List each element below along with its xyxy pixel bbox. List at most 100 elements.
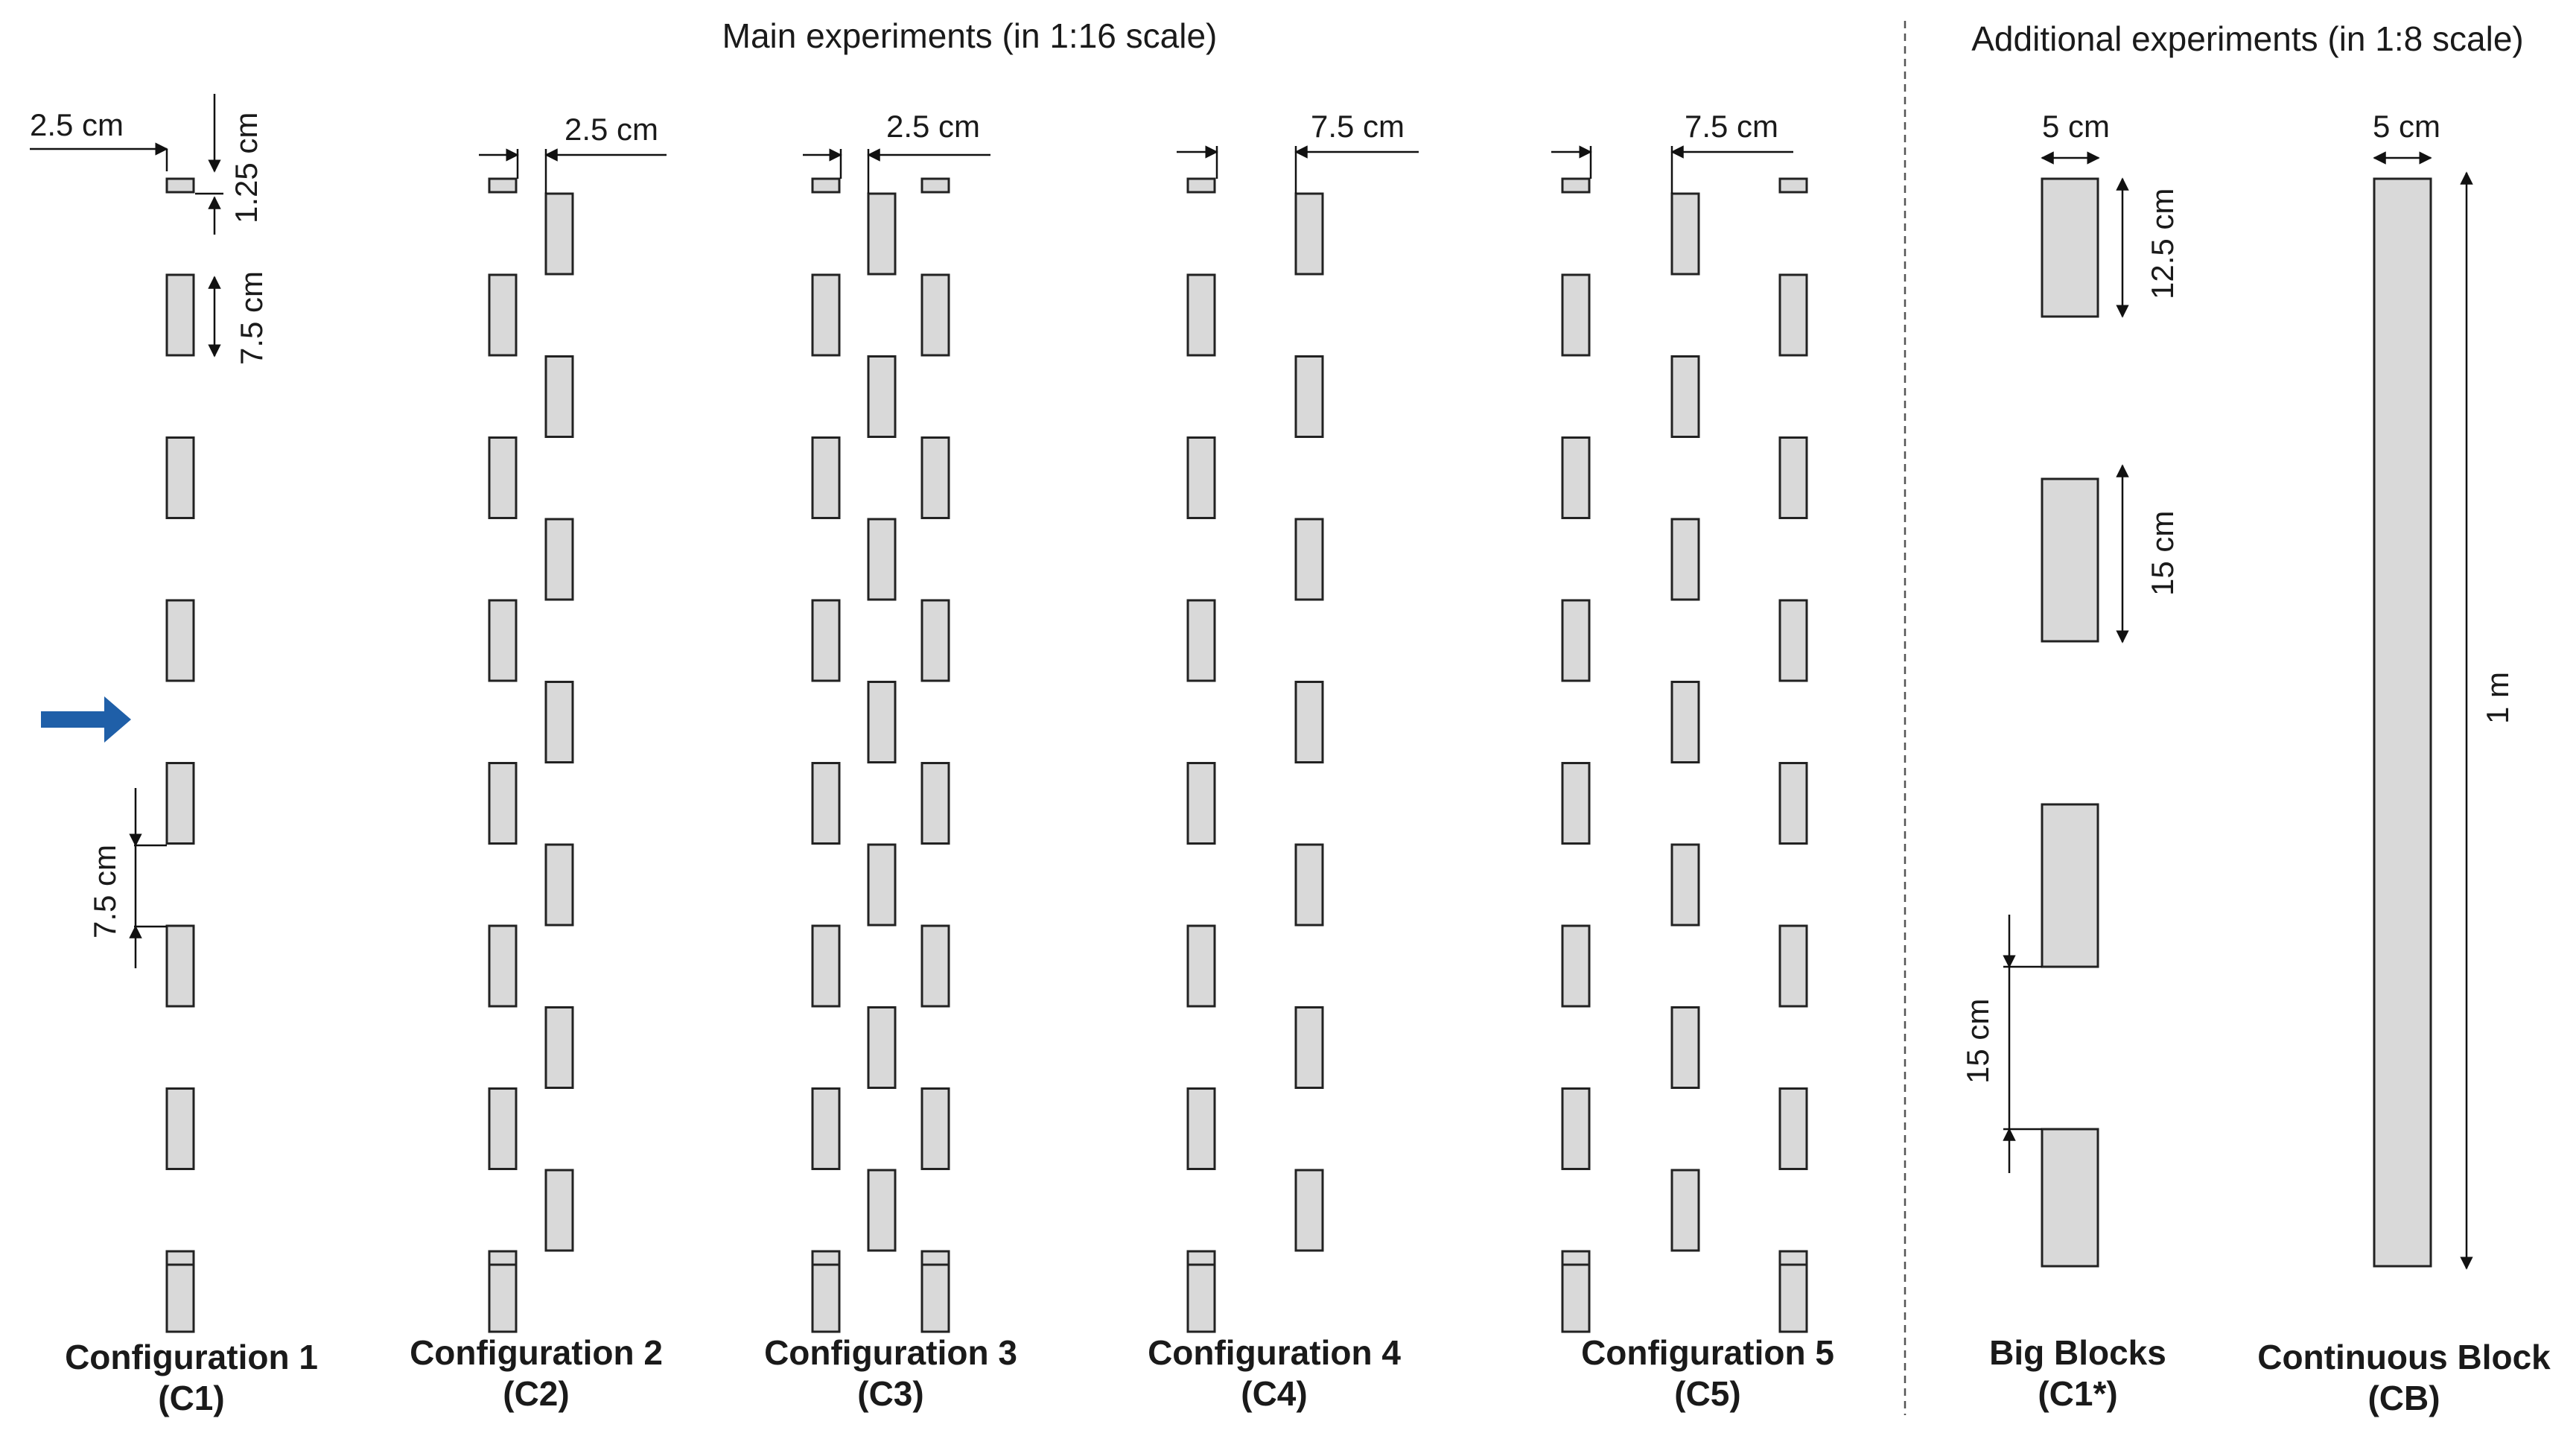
c2-row-1-block xyxy=(488,924,518,1008)
c3-row-1-block xyxy=(811,924,841,1008)
c1-row-end-block xyxy=(165,1250,195,1266)
big-block-length-label: 15 cm xyxy=(2145,511,2180,596)
c3-row-3-block xyxy=(920,1087,950,1170)
c2-row-2-block xyxy=(544,843,574,927)
c4-row-2-block xyxy=(1294,681,1324,763)
c4-dimensions: 7.5 cm xyxy=(1177,109,1419,194)
c5-row-3-block xyxy=(1778,273,1808,357)
big-block xyxy=(2041,803,2099,968)
c5-row-3-end-block xyxy=(1778,177,1808,194)
c1-block-length-label: 7.5 cm xyxy=(234,271,269,365)
c2-row-1-block xyxy=(488,599,518,682)
c3-gap-label: 2.5 cm xyxy=(886,109,980,144)
c5-row-3-end-block xyxy=(1778,1250,1808,1266)
config-5-code: (C5) xyxy=(1674,1374,1740,1413)
c1-gap-label: 2.5 cm xyxy=(30,107,124,142)
c2-row-1-block xyxy=(488,762,518,845)
c5-row-2-block xyxy=(1670,355,1700,438)
c3-row-3-end-block xyxy=(920,177,950,194)
c3-row-2-block xyxy=(867,355,897,438)
c2-gap-label: 2.5 cm xyxy=(565,112,658,147)
big-blocks-name: Big Blocks xyxy=(1989,1333,2166,1372)
big-block xyxy=(2041,477,2099,643)
config-2-name: Configuration 2 xyxy=(410,1333,663,1372)
big-spacing-label: 15 cm xyxy=(1960,999,1995,1084)
c2-row-1-end-block xyxy=(488,177,518,194)
c2-row-1-block xyxy=(488,273,518,357)
c4-row-1-end-block xyxy=(1186,1250,1216,1266)
c3-dimensions: 2.5 cm xyxy=(803,109,990,194)
c3-row-3-block xyxy=(920,273,950,357)
c3-row-2-block xyxy=(867,1006,897,1089)
c4-row-1-block xyxy=(1186,762,1216,845)
c5-row-2-block xyxy=(1670,192,1700,276)
c3-row-3-block xyxy=(920,436,950,519)
c3-row-2-block xyxy=(867,192,897,276)
c1-row-block xyxy=(165,273,195,357)
c5-row-1-block xyxy=(1561,273,1591,357)
c3-row-3-block xyxy=(920,762,950,845)
c4-row-1-end-block xyxy=(1186,177,1216,194)
c5-row-1-block xyxy=(1561,924,1591,1008)
c5-row-2-block xyxy=(1670,518,1700,601)
block-layout xyxy=(165,177,2432,1333)
big-width-label: 5 cm xyxy=(2042,109,2110,144)
main-experiments-header: Main experiments (in 1:16 scale) xyxy=(722,16,1218,55)
c3-row-1-end-block xyxy=(811,177,841,194)
c2-row-2-block xyxy=(544,192,574,276)
c3-row-2-block xyxy=(867,843,897,927)
c1-row-block xyxy=(165,1087,195,1170)
c4-row-2-block xyxy=(1294,1006,1324,1089)
c4-row-2-block xyxy=(1294,355,1324,438)
big-block-end-top xyxy=(2041,177,2099,318)
c5-row-1-block xyxy=(1561,1087,1591,1170)
continuous-block xyxy=(2373,177,2432,1268)
big-blocks-dimensions: 5 cm 12.5 cm 15 cm 15 cm xyxy=(1960,109,2180,1173)
c5-row-3-block xyxy=(1778,924,1808,1008)
c3-row-2-block xyxy=(867,518,897,601)
c3-row-3-end-block xyxy=(920,1250,950,1266)
continuous-block-dimensions: 5 cm 1 m xyxy=(2373,109,2515,1270)
c2-row-2-block xyxy=(544,681,574,763)
c5-row-3-block xyxy=(1778,1087,1808,1170)
c5-row-2-block xyxy=(1670,681,1700,763)
continuous-block-name: Continuous Block xyxy=(2257,1338,2551,1376)
config-3-code: (C3) xyxy=(857,1374,923,1413)
config-4-code: (C4) xyxy=(1241,1374,1307,1413)
c3-row-1-block xyxy=(811,273,841,357)
c5-row-2-block xyxy=(1670,843,1700,927)
c4-row-2-block xyxy=(1294,518,1324,601)
c4-row-1-block xyxy=(1186,273,1216,357)
c5-row-1-block xyxy=(1561,599,1591,682)
c2-dimensions: 2.5 cm xyxy=(479,112,667,194)
c4-row-1-block xyxy=(1186,436,1216,519)
config-2-code: (C2) xyxy=(503,1374,569,1413)
c1-row-block xyxy=(165,436,195,519)
c3-row-2-block xyxy=(867,1169,897,1252)
c4-row-1-block xyxy=(1186,599,1216,682)
config-3-name: Configuration 3 xyxy=(764,1333,1017,1372)
c5-row-1-end-block xyxy=(1561,177,1591,194)
c3-row-1-block xyxy=(811,599,841,682)
c3-row-3-block xyxy=(920,924,950,1008)
config-1-name: Configuration 1 xyxy=(65,1338,318,1376)
c1-end-block-label: 1.25 cm xyxy=(229,112,264,223)
c2-row-2-block xyxy=(544,355,574,438)
c3-row-1-end-block xyxy=(811,1250,841,1266)
c5-row-1-block xyxy=(1561,436,1591,519)
c3-row-1-block xyxy=(811,1087,841,1170)
continuous-block-code: (CB) xyxy=(2367,1379,2440,1417)
c1-dimensions: 2.5 cm 1.25 cm 7.5 cm 7.5 cm xyxy=(30,94,269,968)
c4-row-2-block xyxy=(1294,843,1324,927)
c2-row-1-block xyxy=(488,1087,518,1170)
c4-row-2-block xyxy=(1294,192,1324,276)
c4-gap-label: 7.5 cm xyxy=(1311,109,1405,144)
c1-row-end-block xyxy=(165,177,195,194)
c5-gap-label: 7.5 cm xyxy=(1685,109,1778,144)
config-1-code: (C1) xyxy=(158,1379,224,1417)
c2-row-2-block xyxy=(544,1006,574,1089)
c5-row-3-block xyxy=(1778,762,1808,845)
c2-row-2-block xyxy=(544,518,574,601)
c1-spacing-label: 7.5 cm xyxy=(87,845,122,938)
additional-experiments-header: Additional experiments (in 1:8 scale) xyxy=(1971,19,2523,58)
